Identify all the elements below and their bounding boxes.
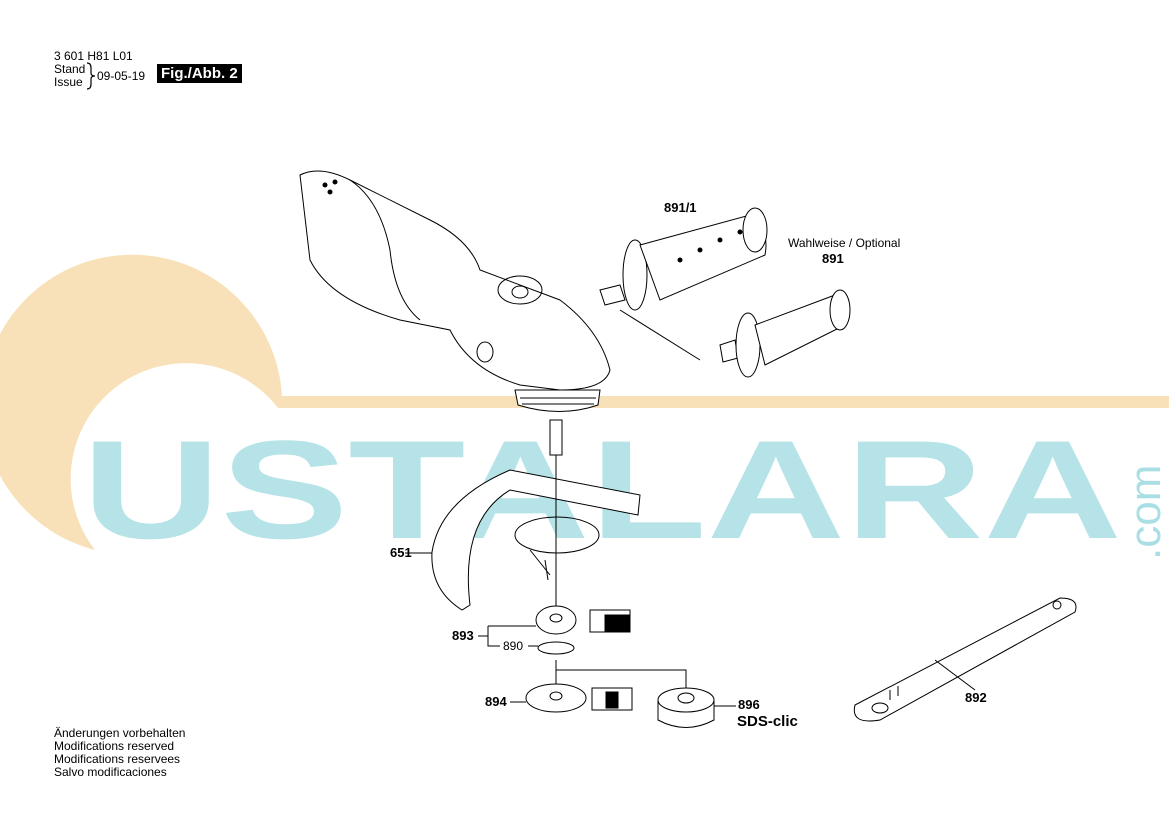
- stand-label: Stand: [54, 62, 86, 76]
- callout-890: 890: [503, 639, 524, 653]
- issue-label: Issue: [54, 75, 83, 89]
- footer-line: Änderungen vorbehalten: [54, 726, 186, 740]
- watermark-suffix: .com: [1121, 465, 1169, 560]
- callout-894: 894: [485, 694, 507, 709]
- guard-651: [431, 469, 641, 611]
- handle-891: [719, 289, 851, 378]
- grinder-body: [299, 170, 611, 456]
- flange-894: [525, 683, 633, 713]
- part-number: 3 601 H81 L01: [54, 49, 133, 63]
- footer-line: Modifications reserved: [54, 739, 175, 753]
- brace-icon: [86, 62, 96, 90]
- footer-line: Modifications reservees: [54, 752, 181, 766]
- spanner-892: [853, 597, 1077, 722]
- sds-clic-label: SDS-clic: [737, 713, 798, 730]
- leader-893: [478, 625, 538, 647]
- callout-651: 651: [390, 545, 412, 560]
- callout-896: 896: [738, 697, 760, 712]
- handle-891-1: [599, 207, 768, 311]
- figure-label: Fig./Abb. 2: [157, 64, 242, 83]
- nut-896: [657, 687, 715, 728]
- optional-label: Wahlweise / Optional: [788, 236, 901, 250]
- footer-line: Salvo modificaciones: [54, 765, 167, 779]
- callout-893: 893: [452, 628, 474, 643]
- callout-891-1: 891/1: [664, 200, 697, 215]
- leader-896: [556, 669, 687, 690]
- callout-892: 892: [965, 690, 987, 705]
- footer-notes: Änderungen vorbehalten Modifications res…: [54, 727, 185, 779]
- issue-date: 09-05-19: [97, 69, 146, 83]
- callout-891: 891: [822, 251, 844, 266]
- leader-line: [619, 309, 701, 361]
- flange-893: [535, 605, 631, 655]
